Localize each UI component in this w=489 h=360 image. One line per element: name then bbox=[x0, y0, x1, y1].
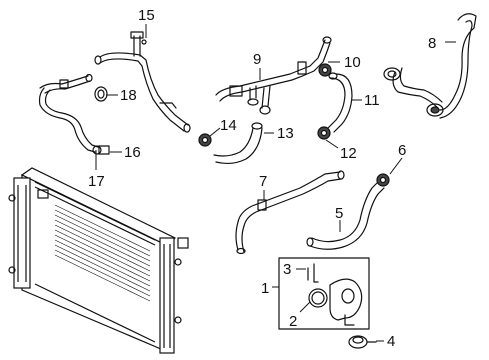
hose-clamp-12 bbox=[317, 126, 331, 140]
callout-7: 7 bbox=[259, 173, 267, 190]
leader-lines bbox=[95, 24, 456, 342]
callout-17: 17 bbox=[88, 173, 105, 190]
callout-10: 10 bbox=[344, 54, 361, 71]
callout-numbers: 15 18 16 17 9 10 11 12 13 14 8 6 7 5 3 1… bbox=[88, 7, 436, 350]
callout-9: 9 bbox=[253, 51, 261, 68]
callout-18: 18 bbox=[120, 87, 137, 104]
hose-13 bbox=[213, 122, 263, 165]
callout-14: 14 bbox=[220, 117, 237, 134]
hose-clamp-14 bbox=[198, 133, 212, 147]
hose-clamp-6 bbox=[376, 173, 390, 187]
callout-15: 15 bbox=[138, 7, 155, 24]
callout-5: 5 bbox=[335, 205, 343, 222]
callout-6: 6 bbox=[398, 142, 406, 159]
radiator bbox=[8, 167, 189, 354]
callout-12: 12 bbox=[340, 145, 357, 162]
hose-5 bbox=[306, 181, 385, 250]
callout-4: 4 bbox=[387, 333, 395, 350]
hose-upper-left bbox=[94, 31, 191, 133]
hose-11 bbox=[327, 72, 353, 133]
callout-11: 11 bbox=[364, 92, 380, 109]
callout-1: 1 bbox=[261, 280, 269, 297]
callout-8: 8 bbox=[428, 35, 436, 52]
hose-clamp-10 bbox=[318, 63, 332, 77]
hose-upper-right bbox=[383, 13, 477, 119]
hose-7 bbox=[235, 170, 345, 255]
cap-4 bbox=[348, 335, 377, 349]
callout-3: 3 bbox=[283, 261, 291, 278]
callout-13: 13 bbox=[277, 125, 294, 142]
hose-clamp-18 bbox=[94, 86, 108, 102]
callout-16: 16 bbox=[124, 144, 141, 161]
thermostat-assembly-box bbox=[278, 257, 370, 330]
coolant-pipe-9 bbox=[215, 36, 332, 115]
hose-left bbox=[38, 73, 110, 155]
callout-2: 2 bbox=[289, 313, 297, 330]
